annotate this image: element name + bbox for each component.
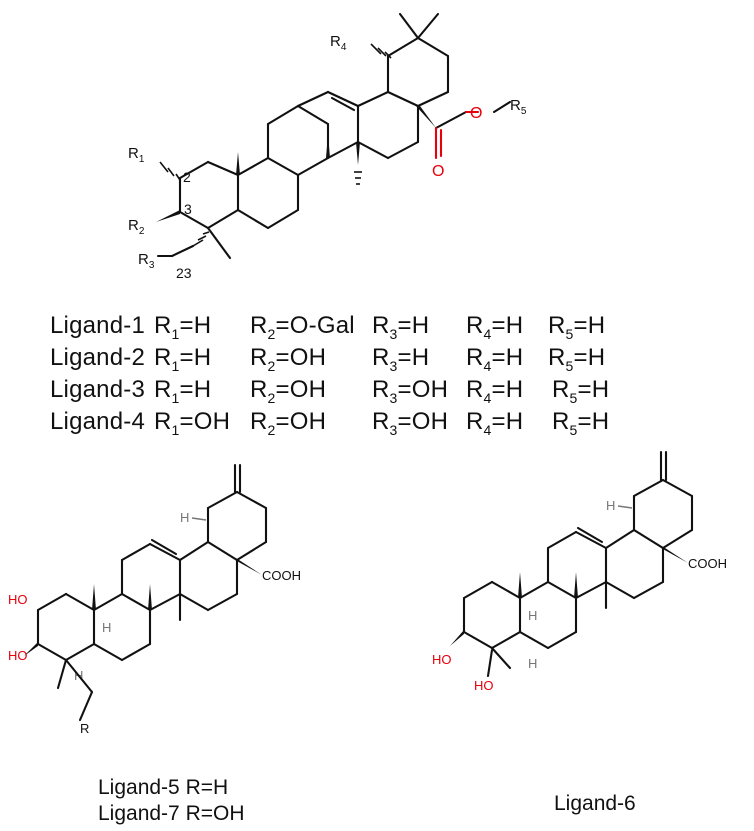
cooh-wedge — [235, 560, 262, 575]
r1-hash — [159, 161, 181, 181]
r4-value: H — [505, 376, 524, 403]
r3-value: OH — [411, 376, 449, 403]
r2-value: OH — [289, 376, 327, 403]
methyl-wedge-c8 — [326, 134, 330, 158]
r1-value: H — [193, 376, 212, 403]
hydroxyl-wedge — [24, 642, 38, 656]
r2-value: O-Gal — [289, 312, 355, 339]
ligand-row-2: Ligand-2 R1=H R2=OH R3=H R4=H R5=H — [50, 344, 606, 374]
r1-value: H — [193, 344, 212, 371]
r5-value: H — [587, 312, 606, 339]
r-label: R — [80, 721, 89, 736]
ligand-6-label: Ligand-6 — [554, 792, 636, 815]
r2-value: OH — [289, 408, 327, 435]
r1-value: H — [193, 312, 212, 339]
h-label: H — [180, 510, 189, 525]
ligand-name: Ligand-3 — [50, 376, 146, 403]
h-label: H — [606, 498, 615, 513]
methyl-wedge — [148, 584, 152, 610]
r3-value: H — [411, 344, 430, 371]
r4-value: H — [505, 344, 524, 371]
r4-value: H — [505, 408, 524, 435]
methyl-hash-c14 — [354, 171, 362, 185]
ring-e — [386, 36, 450, 108]
h-label: H — [102, 620, 111, 635]
ring-b — [236, 156, 300, 230]
r1-value: OH — [193, 408, 231, 435]
r5-value: H — [591, 376, 610, 403]
ligand-7-label: Ligand-7 R=OH — [98, 802, 245, 825]
r3-value: OH — [411, 408, 449, 435]
r5-value: H — [591, 408, 610, 435]
methyl-wedge-c10 — [236, 152, 240, 175]
ring-d — [326, 90, 420, 160]
h-label: H — [528, 608, 537, 623]
position-3: 3 — [184, 201, 192, 217]
c23-hash — [192, 231, 210, 247]
cooh-label: COOH — [262, 568, 301, 583]
r2-value: OH — [289, 344, 327, 371]
ring-c — [266, 90, 360, 177]
ligand-name: Ligand-2 — [50, 344, 146, 371]
cooh-label: COOH — [688, 556, 727, 571]
r5-value: H — [587, 344, 606, 371]
ring-a — [178, 160, 240, 230]
position-23: 23 — [176, 265, 192, 281]
ligand-row-1: Ligand-1 R1=H R2=O-Gal R3=H R4=H R5=H — [50, 312, 606, 342]
ligand-name: Ligand-1 — [50, 312, 146, 339]
r4-hash — [370, 43, 392, 59]
ligand-row-4: Ligand-4 R1=OH R2=OH R3=OH R4=H R5=H — [50, 408, 610, 438]
r2-wedge — [156, 210, 180, 222]
h-label: H — [528, 656, 537, 671]
r3-value: H — [411, 312, 430, 339]
hydroxyl-wedge — [450, 630, 464, 646]
ligand-5-label: Ligand-5 R=H — [98, 776, 229, 799]
r4-value: H — [505, 312, 524, 339]
ester-oxygen: O — [470, 105, 482, 122]
position-2: 2 — [183, 169, 191, 185]
methyl-wedge — [518, 572, 522, 598]
hydroxyl-3: HO — [8, 648, 28, 663]
methyl-wedge — [92, 584, 96, 610]
hydroxyl-3: HO — [432, 652, 452, 667]
ligand-row-3: Ligand-3 R1=H R2=OH R3=OH R4=H R5=H — [50, 376, 610, 406]
ligand-name: Ligand-4 — [50, 408, 146, 435]
ester-wedge — [416, 106, 436, 128]
methyl-wedge — [574, 572, 578, 598]
cooh-wedge — [661, 548, 688, 563]
hydroxyl-2: HO — [8, 592, 28, 607]
methyl-wedge-c14 — [356, 142, 360, 165]
carbonyl-oxygen: O — [432, 163, 444, 180]
hydroxyl-4: HO — [474, 678, 494, 693]
